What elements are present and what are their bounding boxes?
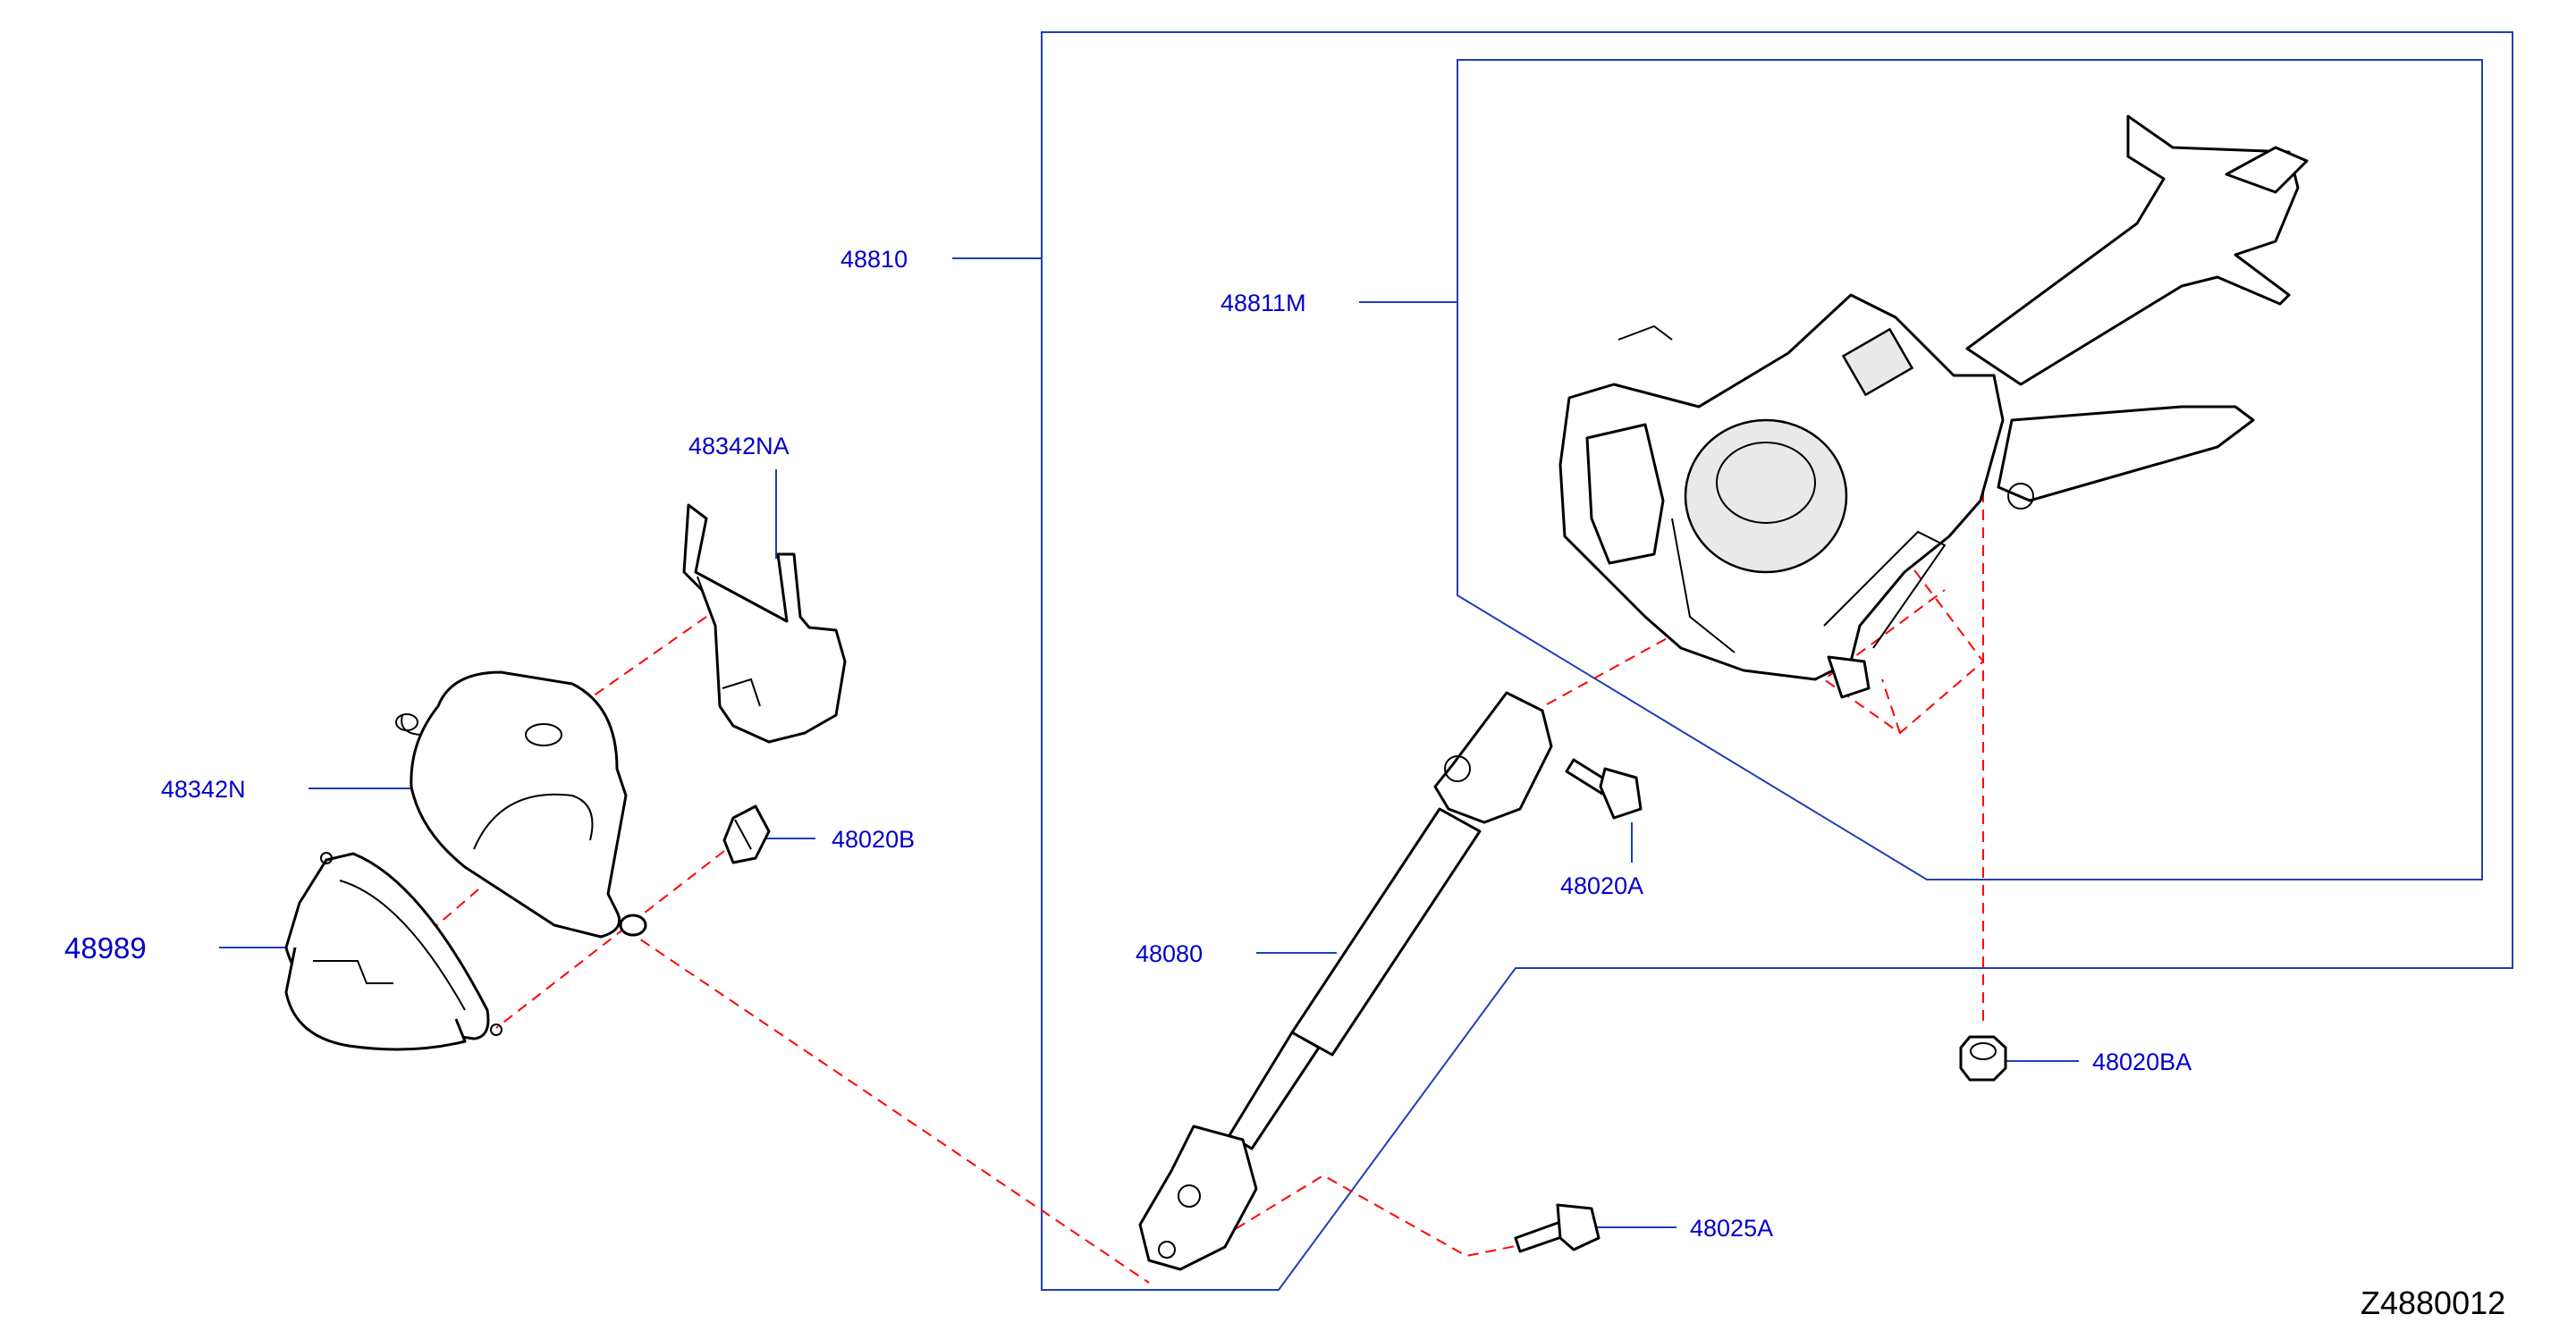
shaft-48080 bbox=[1138, 691, 1553, 1271]
nut-48020ba bbox=[1959, 1035, 2007, 1082]
diagram-code: Z4880012 bbox=[2361, 1285, 2505, 1321]
bolt-48025a bbox=[1514, 1203, 1600, 1253]
cover-48342na bbox=[682, 503, 847, 744]
label-48810: 48810 bbox=[840, 246, 908, 273]
label-48020ba: 48020BA bbox=[2092, 1049, 2192, 1075]
cover-48342n bbox=[395, 670, 647, 939]
leader-lines bbox=[219, 257, 2079, 1228]
label-48811m: 48811M bbox=[1220, 290, 1306, 316]
label-48020a: 48020A bbox=[1560, 872, 1643, 899]
boot-48989 bbox=[284, 852, 503, 1051]
clip-48020b bbox=[722, 804, 771, 864]
bolt-48020a bbox=[1565, 758, 1643, 820]
frame-48810 bbox=[1041, 31, 2513, 1291]
label-48020b: 48020B bbox=[832, 826, 915, 853]
column-assembly-48811m bbox=[1558, 114, 2309, 699]
label-48025a: 48025A bbox=[1690, 1215, 1773, 1242]
label-48080: 48080 bbox=[1136, 940, 1203, 967]
frame-48811m bbox=[1457, 59, 2483, 880]
label-48342n: 48342N bbox=[161, 776, 246, 803]
label-48989: 48989 bbox=[64, 931, 147, 965]
label-48342na: 48342NA bbox=[688, 433, 790, 459]
